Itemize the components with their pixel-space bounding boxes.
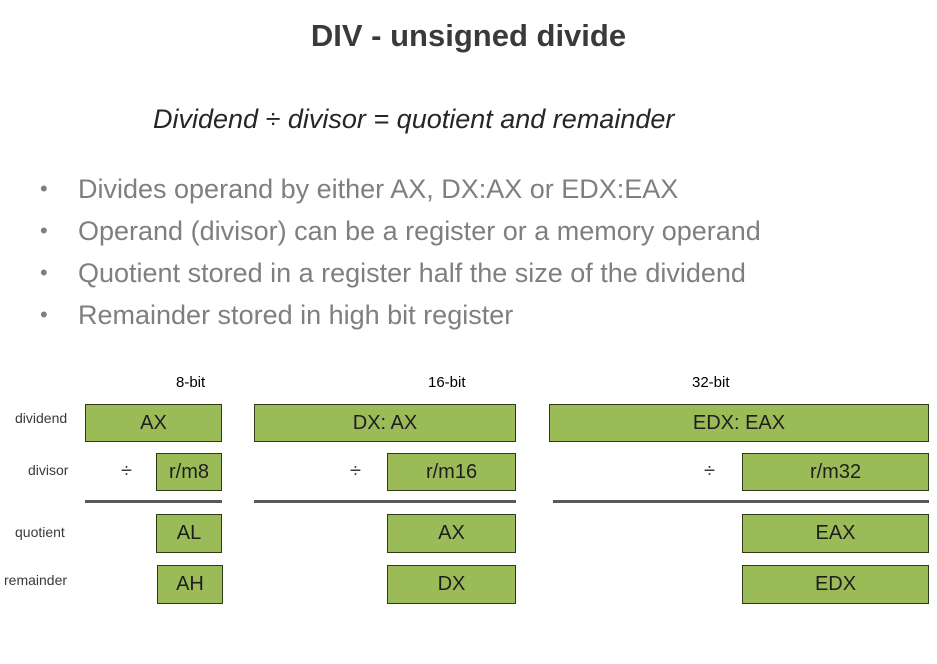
bullet-text: Divides operand by either AX, DX:AX or E… [78,174,679,204]
division-symbol: ÷ [121,460,132,482]
column-heading-32bit: 32-bit [692,374,730,391]
divisor-operand-8bit: r/m8 [156,453,222,491]
row-label-dividend: dividend [15,410,68,426]
bullet-dot: • [40,176,48,201]
bullet-text: Operand (divisor) can be a register or a… [78,216,761,246]
dividend-register-16bit: DX: AX [254,404,516,442]
bullet-dot: • [40,302,48,327]
column-heading-8bit: 8-bit [176,374,206,391]
row-label-divisor: divisor [28,462,69,478]
quotient-register-8bit: AL [156,514,222,553]
row-label-quotient: quotient [15,524,65,540]
remainder-register-16bit: DX [387,565,516,604]
remainder-register-32bit: EDX [742,565,929,604]
bullet-text: Remainder stored in high bit register [78,300,514,330]
bullet-text: Quotient stored in a register half the s… [78,258,746,288]
divisor-operand-32bit: r/m32 [742,453,929,491]
dividend-register-8bit: AX [85,404,222,442]
division-rule-8bit [85,500,222,503]
division-rule-16bit [254,500,516,503]
bullet-dot: • [40,218,48,243]
division-symbol: ÷ [704,460,715,482]
remainder-register-8bit: AH [157,565,223,604]
bullet-dot: • [40,260,48,285]
quotient-register-32bit: EAX [742,514,929,553]
row-label-remainder: remainder [4,572,68,588]
page-title: DIV - unsigned divide [310,18,627,53]
quotient-register-16bit: AX [387,514,516,553]
subtitle-formula: Dividend ÷ divisor = quotient and remain… [153,104,675,134]
column-heading-16bit: 16-bit [428,374,466,391]
dividend-register-32bit: EDX: EAX [549,404,929,442]
division-rule-32bit [553,500,929,503]
division-symbol: ÷ [350,460,361,482]
divisor-operand-16bit: r/m16 [387,453,516,491]
